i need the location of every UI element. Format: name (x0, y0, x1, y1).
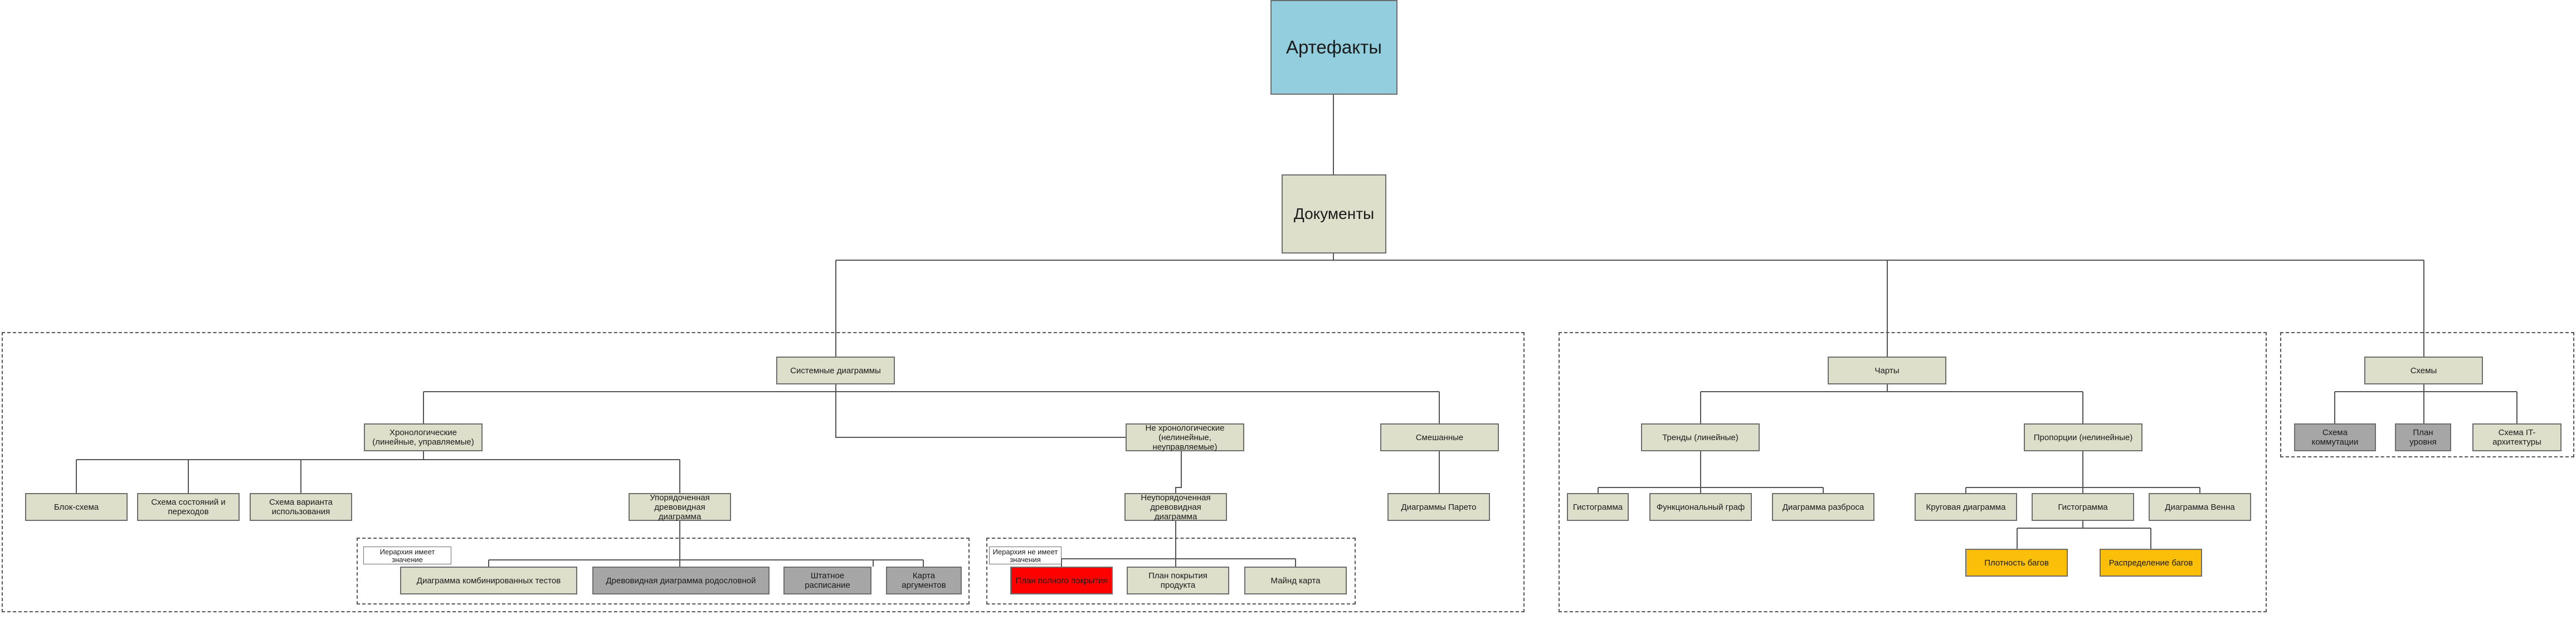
state-diagram-node[interactable]: Схема состояний и переходов (137, 493, 240, 521)
non-chronological-node[interactable]: Не хронологические (нелинейные, неуправл… (1126, 423, 1244, 452)
mixed-node[interactable]: Смешанные (1380, 423, 1499, 451)
hierarchy-matters-note: Иерархия имеет значение (363, 547, 451, 564)
staffing-node[interactable]: Штатное расписание (783, 567, 871, 594)
charts-region (1559, 332, 2267, 612)
requirements-coverage-node[interactable]: План полного покрытия (1010, 567, 1113, 594)
scatter-node[interactable]: Диаграмма разброса (1772, 493, 1874, 521)
functional-graph-node[interactable]: Функциональный граф (1649, 493, 1752, 521)
flowchart-node[interactable]: Блок-схема (25, 493, 128, 521)
ordered-tree-subregion (357, 538, 970, 604)
unordered-tree-subregion (986, 538, 1356, 604)
chronological-node[interactable]: Хронологические (линейные, управляемые) (364, 423, 483, 451)
ordered-tree-node[interactable]: Упорядоченная древовидная диаграмма (629, 493, 731, 521)
documents-node[interactable]: Документы (1282, 174, 1386, 253)
combined-tests-node[interactable]: Диаграмма комбинированных тестов (400, 567, 577, 594)
connector (1175, 451, 1182, 493)
unordered-tree-node[interactable]: Неупорядоченная древовидная диаграмма (1124, 493, 1227, 521)
pareto-node[interactable]: Диаграммы Парето (1387, 493, 1490, 521)
connector (835, 392, 1126, 438)
system-diagrams-node[interactable]: Системные диаграммы (776, 357, 895, 384)
trends-node[interactable]: Тренды (линейные) (1641, 423, 1760, 451)
bug-density-node[interactable]: Плотность багов (1965, 549, 2068, 577)
floor-plan-node[interactable]: План уровня (2395, 423, 2451, 451)
histogram-props-node[interactable]: Гистограмма (2032, 493, 2134, 521)
argument-map-node[interactable]: Карта аргументов (886, 567, 962, 594)
switching-node[interactable]: Схема коммутации (2294, 423, 2376, 451)
charts-node[interactable]: Чарты (1828, 357, 1946, 384)
schemes-region (2280, 332, 2574, 457)
family-tree-node[interactable]: Древовидная диаграмма родословной (592, 567, 770, 594)
it-architecture-node[interactable]: Схема IT-архитектуры (2472, 423, 2562, 451)
product-coverage-node[interactable]: План покрытия продукта (1127, 567, 1229, 594)
hierarchy-not-matters-note: Иерархия не имеет значения (989, 547, 1061, 564)
pie-node[interactable]: Круговая диаграмма (1915, 493, 2017, 521)
bug-distribution-node[interactable]: Распределение багов (2100, 549, 2202, 577)
system-diagrams-region (2, 332, 1525, 612)
schemes-node[interactable]: Схемы (2364, 357, 2483, 384)
mind-map-node[interactable]: Майнд карта (1244, 567, 1347, 594)
artifacts-node[interactable]: Артефакты (1270, 0, 1397, 95)
use-case-diagram-node[interactable]: Схема варианта использования (250, 493, 352, 521)
proportions-node[interactable]: Пропорции (нелинейные) (2024, 423, 2142, 451)
histogram-trends-node[interactable]: Гистограмма (1567, 493, 1629, 521)
venn-node[interactable]: Диаграмма Венна (2149, 493, 2251, 521)
